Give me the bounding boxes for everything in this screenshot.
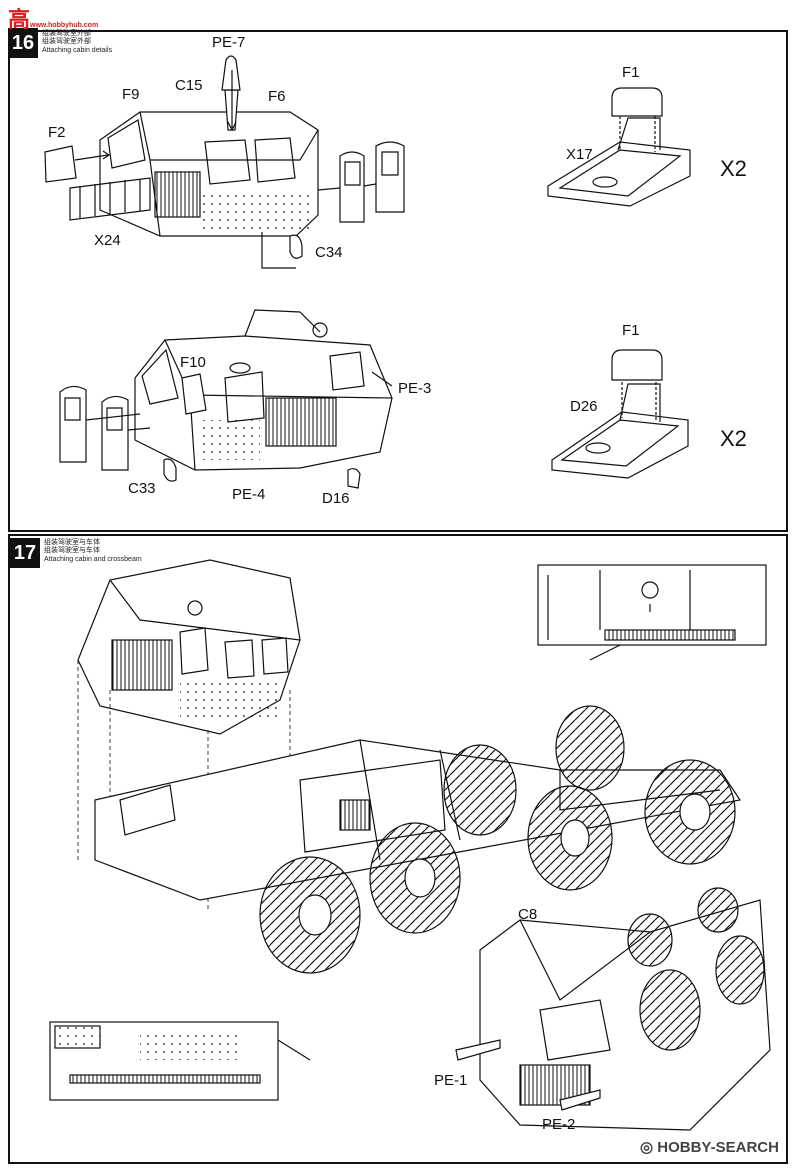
label-f1-upper: F1 (622, 64, 640, 81)
cabin-upper-drawing (44, 55, 405, 269)
step17-number: 17 (10, 538, 40, 568)
inset-bottom-drawing (49, 1021, 311, 1101)
step16-title-cn: 组装驾驶室外部 组装驾驶室外部 (42, 30, 91, 45)
label-pe-4: PE-4 (232, 486, 266, 503)
label-f6: F6 (268, 88, 286, 105)
cabin-lower-drawing (59, 309, 393, 489)
step17-title-cn: 组装驾驶室与车体 组装驾驶室与车体 (44, 539, 100, 554)
step17-title-en: Attaching cabin and crossbeam (44, 556, 142, 563)
label-c33: C33 (128, 480, 156, 497)
multiplier-upper: X2 (720, 156, 747, 181)
seat-lower-drawing (551, 349, 689, 479)
label-x24: X24 (94, 232, 121, 249)
label-pe-2: PE-2 (542, 1116, 576, 1133)
label-pe-7: PE-7 (212, 34, 246, 51)
label-c34: C34 (315, 244, 343, 261)
watermark-bottom: ◎ HOBBY-SEARCH (640, 1139, 779, 1156)
label-f9: F9 (122, 86, 140, 103)
label-c15: C15 (175, 77, 203, 94)
label-f2: F2 (48, 124, 66, 141)
watermark-top-logo: 高 (8, 7, 31, 32)
step16-number: 16 (8, 28, 38, 58)
label-d16: D16 (322, 490, 350, 507)
chassis-drawing (77, 559, 742, 974)
inset-top-drawing (537, 564, 767, 661)
label-c8: C8 (518, 906, 538, 923)
label-x17: X17 (566, 146, 593, 163)
label-d26: D26 (570, 398, 598, 415)
label-f1-lower: F1 (622, 322, 640, 339)
watermark-top-url: www.hobbyhub.com (30, 22, 99, 29)
label-pe-3: PE-3 (398, 380, 432, 397)
multiplier-lower: X2 (720, 426, 747, 451)
label-pe-1: PE-1 (434, 1072, 468, 1089)
cabin-interior-drawing (455, 887, 771, 1131)
seat-upper-drawing (547, 87, 691, 207)
label-f10: F10 (180, 354, 206, 371)
step16-title-en: Attaching cabin details (42, 47, 113, 54)
